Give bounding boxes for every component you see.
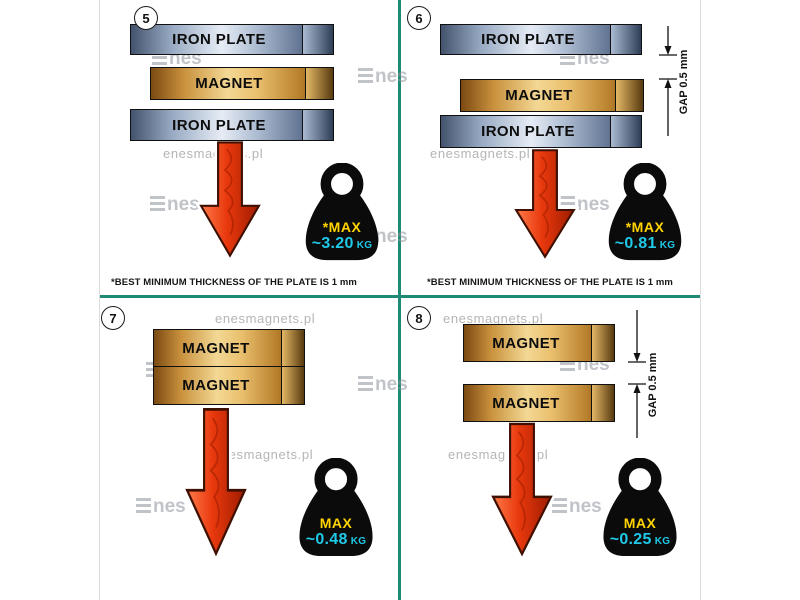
watermark-logo-text: nes bbox=[375, 226, 408, 247]
panel-number-badge: 7 bbox=[101, 306, 125, 330]
max-unit: KG bbox=[350, 536, 367, 547]
iron-plate-label: IRON PLATE bbox=[481, 123, 575, 140]
magnet-bar-bottom: MAGNET bbox=[463, 384, 615, 422]
footnote-bold: 1 mm bbox=[647, 277, 673, 288]
iron-plate-bottom: IRON PLATE bbox=[440, 115, 642, 148]
watermark-site: enesmagnets.pl bbox=[213, 447, 313, 462]
max-label: *MAX bbox=[322, 219, 362, 235]
magnet-bar: MAGNET bbox=[150, 67, 334, 100]
magnet-label: MAGNET bbox=[182, 377, 250, 394]
enes-logo-icon bbox=[150, 196, 165, 213]
enes-logo-icon bbox=[358, 376, 373, 393]
pull-force-arrow bbox=[488, 420, 556, 558]
gap-dimension-lines bbox=[628, 310, 646, 438]
watermark-logo: nes bbox=[358, 66, 408, 87]
max-label: MAX bbox=[319, 515, 353, 531]
watermark-logo: nes bbox=[150, 194, 200, 215]
watermark-logo-text: nes bbox=[375, 66, 408, 87]
panel-number-badge: 6 bbox=[407, 6, 431, 30]
watermark-site-text: enesmagnets.pl bbox=[215, 311, 316, 326]
footnote-text: *BEST MINIMUM THICKNESS OF THE PLATE IS bbox=[427, 277, 646, 288]
iron-plate-label: IRON PLATE bbox=[172, 116, 266, 134]
footnote: *BEST MINIMUM THICKNESS OF THE PLATE IS … bbox=[405, 277, 695, 288]
watermark-site: enesmagnets.pl bbox=[443, 311, 543, 326]
max-value: ~0.48 bbox=[305, 531, 348, 548]
magnet-bar-top: MAGNET bbox=[153, 329, 305, 367]
pull-force-arrow bbox=[182, 405, 250, 558]
iron-plate-label: IRON PLATE bbox=[172, 31, 266, 48]
frame-line-right bbox=[700, 0, 701, 600]
panel-number-badge: 5 bbox=[134, 6, 158, 30]
footnote: *BEST MINIMUM THICKNESS OF THE PLATE IS … bbox=[95, 277, 373, 288]
magnet-bar-bottom: MAGNET bbox=[153, 366, 305, 405]
watermark-logo: nes bbox=[552, 496, 602, 517]
footnote-bold: 1 mm bbox=[331, 277, 357, 288]
watermark-site-text: enesmagnets.pl bbox=[213, 447, 314, 462]
watermark-site: enesmagnets.pl bbox=[430, 146, 530, 161]
kettlebell-icon bbox=[603, 458, 677, 556]
magnet-bar: MAGNET bbox=[460, 79, 644, 112]
max-unit: KG bbox=[654, 536, 671, 547]
magnet-label: MAGNET bbox=[195, 75, 263, 92]
kettlebell-icon bbox=[305, 163, 379, 261]
max-label: *MAX bbox=[625, 219, 665, 235]
magnet-label: MAGNET bbox=[492, 334, 560, 352]
watermark-logo-text: nes bbox=[577, 194, 610, 215]
enes-logo-icon bbox=[358, 68, 373, 85]
gap-label: GAP 0.5 mm bbox=[678, 49, 690, 115]
watermark-logo: nes bbox=[136, 496, 186, 517]
iron-plate-top: IRON PLATE bbox=[130, 24, 334, 55]
iron-plate-label: IRON PLATE bbox=[481, 31, 575, 48]
watermark-logo-text: nes bbox=[153, 496, 186, 517]
magnet-label: MAGNET bbox=[182, 339, 250, 357]
pull-force-arrow bbox=[511, 147, 579, 260]
max-value: ~0.25 bbox=[609, 531, 652, 548]
max-unit: KG bbox=[356, 240, 373, 251]
max-label: MAX bbox=[623, 515, 657, 531]
enes-logo-icon bbox=[552, 498, 567, 515]
footnote-text: *BEST MINIMUM THICKNESS OF THE PLATE IS bbox=[111, 277, 330, 288]
pull-force-arrow bbox=[196, 139, 264, 259]
watermark-site-text: enesmagnets.pl bbox=[443, 311, 544, 326]
iron-plate-top: IRON PLATE bbox=[440, 24, 642, 55]
max-value: ~3.20 bbox=[311, 235, 354, 252]
max-value: ~0.81 bbox=[614, 235, 657, 252]
magnet-bar-top: MAGNET bbox=[463, 324, 615, 362]
gap-dimension-lines bbox=[659, 26, 677, 136]
divider-horizontal bbox=[100, 295, 700, 298]
watermark-site-text: enesmagnets.pl bbox=[430, 146, 531, 161]
watermark-logo-text: nes bbox=[569, 496, 602, 517]
gap-label: GAP 0.5 mm bbox=[647, 352, 659, 418]
frame-line-left bbox=[99, 0, 100, 600]
panel-number-badge: 8 bbox=[407, 306, 431, 330]
magnet-label: MAGNET bbox=[505, 87, 573, 104]
watermark-logo-text: nes bbox=[167, 194, 200, 215]
iron-plate-bottom: IRON PLATE bbox=[130, 109, 334, 141]
magnet-label: MAGNET bbox=[492, 394, 560, 412]
max-unit: KG bbox=[659, 240, 676, 251]
enes-logo-icon bbox=[136, 498, 151, 515]
divider-vertical bbox=[398, 0, 401, 600]
watermark-logo-text: nes bbox=[375, 374, 408, 395]
watermark-site: enesmagnets.pl bbox=[215, 311, 315, 326]
kettlebell-icon bbox=[608, 163, 682, 261]
watermark-logo: nes bbox=[358, 374, 408, 395]
kettlebell-icon bbox=[299, 458, 373, 556]
